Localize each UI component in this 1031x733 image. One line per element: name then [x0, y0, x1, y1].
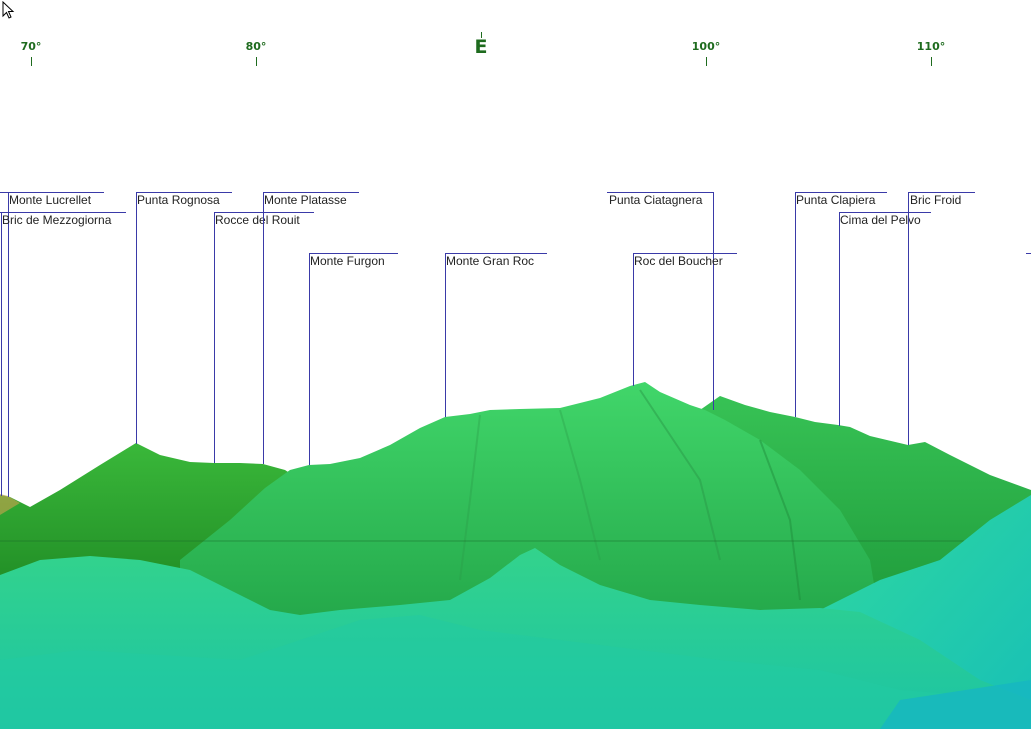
- leader-line: [1026, 253, 1031, 254]
- leader-line: [214, 212, 314, 213]
- compass-tick-110: 110°: [916, 40, 946, 53]
- compass-tick-70: 70°: [20, 40, 42, 53]
- mouse-cursor-icon: [2, 1, 15, 19]
- compass-tick-80: 80°: [245, 40, 267, 53]
- compass-tick-mark: [256, 57, 257, 66]
- leader-line: [713, 192, 714, 410]
- leader-line: [633, 253, 634, 386]
- leader-line: [136, 192, 137, 444]
- compass-tick-mark: [706, 57, 707, 66]
- peak-label-rocce-del-rouit[interactable]: Rocce del Rouit: [215, 213, 300, 227]
- peak-label-punta-ciatagnera[interactable]: Punta Ciatagnera: [609, 193, 703, 207]
- peak-label-punta-clapiera[interactable]: Punta Clapiera: [796, 193, 876, 207]
- leader-line: [839, 212, 931, 213]
- leader-line: [445, 253, 446, 417]
- leader-line: [263, 192, 359, 193]
- leader-line: [214, 212, 215, 463]
- peak-label-bric-de-mezzogiorna[interactable]: Bric de Mezzogiorna: [2, 213, 112, 227]
- compass-tick-east: E: [474, 36, 488, 58]
- peak-label-roc-del-boucher[interactable]: Roc del Boucher: [634, 254, 723, 268]
- compass-tick-mark: [481, 32, 482, 38]
- leader-line: [1, 212, 2, 496]
- leader-line: [908, 192, 909, 445]
- peak-label-monte-lucrellet[interactable]: Monte Lucrellet: [9, 193, 92, 207]
- leader-line: [908, 192, 975, 193]
- compass-tick-mark: [931, 57, 932, 66]
- leader-line: [795, 192, 887, 193]
- leader-line: [309, 253, 310, 465]
- compass-tick-mark: [31, 57, 32, 66]
- leader-line: [795, 192, 796, 417]
- leader-line: [839, 212, 840, 426]
- leader-line: [607, 192, 713, 193]
- leader-line: [8, 192, 9, 497]
- ridge-central: [180, 382, 880, 620]
- peak-label-monte-furgon[interactable]: Monte Furgon: [310, 254, 385, 268]
- peak-label-bric-froid[interactable]: Bric Froid: [910, 193, 962, 207]
- leader-line: [445, 253, 547, 254]
- peak-label-punta-rognosa[interactable]: Punta Rognosa: [137, 193, 220, 207]
- leader-line: [136, 192, 232, 193]
- leader-line: [0, 192, 104, 193]
- leader-line: [309, 253, 398, 254]
- peak-label-monte-gran-roc[interactable]: Monte Gran Roc: [446, 254, 535, 268]
- peak-label-cima-del-pelvo[interactable]: Cima del Pelvo: [840, 213, 921, 227]
- leader-line: [633, 253, 737, 254]
- leader-line: [0, 212, 126, 213]
- peak-label-monte-platasse[interactable]: Monte Platasse: [264, 193, 347, 207]
- compass-tick-100: 100°: [691, 40, 721, 53]
- leader-line: [263, 192, 264, 464]
